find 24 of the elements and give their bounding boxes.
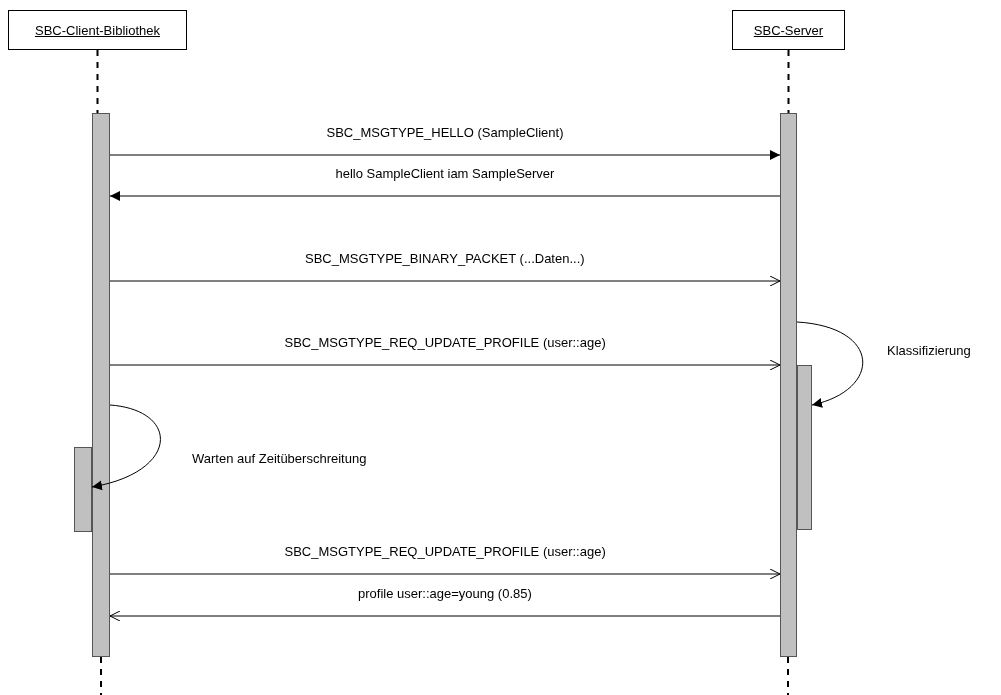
edge-label: SBC_MSGTYPE_BINARY_PACKET (...Daten...) bbox=[303, 251, 587, 266]
activation-bar bbox=[780, 113, 797, 657]
edge-label: SBC_MSGTYPE_REQ_UPDATE_PROFILE (user::age) bbox=[282, 335, 608, 350]
lifeline-header: SBC-Client-Bibliothek bbox=[8, 10, 187, 50]
message-arrow bbox=[109, 359, 781, 371]
message-arrow bbox=[109, 191, 781, 201]
activation-bar bbox=[797, 365, 812, 530]
self-call-arrow bbox=[796, 321, 864, 407]
edge-label: profile user::age=young (0.85) bbox=[356, 586, 534, 601]
message-arrow bbox=[109, 568, 781, 580]
edge-label: Warten auf Zeitüberschreitung bbox=[190, 451, 369, 466]
lifeline bbox=[96, 49, 99, 114]
edge-label: Klassifizierung bbox=[885, 343, 973, 358]
message-arrow bbox=[109, 150, 781, 160]
activation-bar bbox=[74, 447, 92, 532]
message-arrow bbox=[109, 610, 781, 622]
lifeline bbox=[787, 49, 790, 114]
self-call-arrow bbox=[91, 404, 161, 490]
edge-label: SBC_MSGTYPE_REQ_UPDATE_PROFILE (user::age) bbox=[282, 544, 608, 559]
edge-label: SBC_MSGTYPE_HELLO (SampleClient) bbox=[324, 125, 566, 140]
lifeline-header: SBC-Server bbox=[732, 10, 845, 50]
activation-bar bbox=[92, 113, 110, 657]
edge-label: hello SampleClient iam SampleServer bbox=[333, 166, 557, 181]
message-arrow bbox=[109, 275, 781, 287]
